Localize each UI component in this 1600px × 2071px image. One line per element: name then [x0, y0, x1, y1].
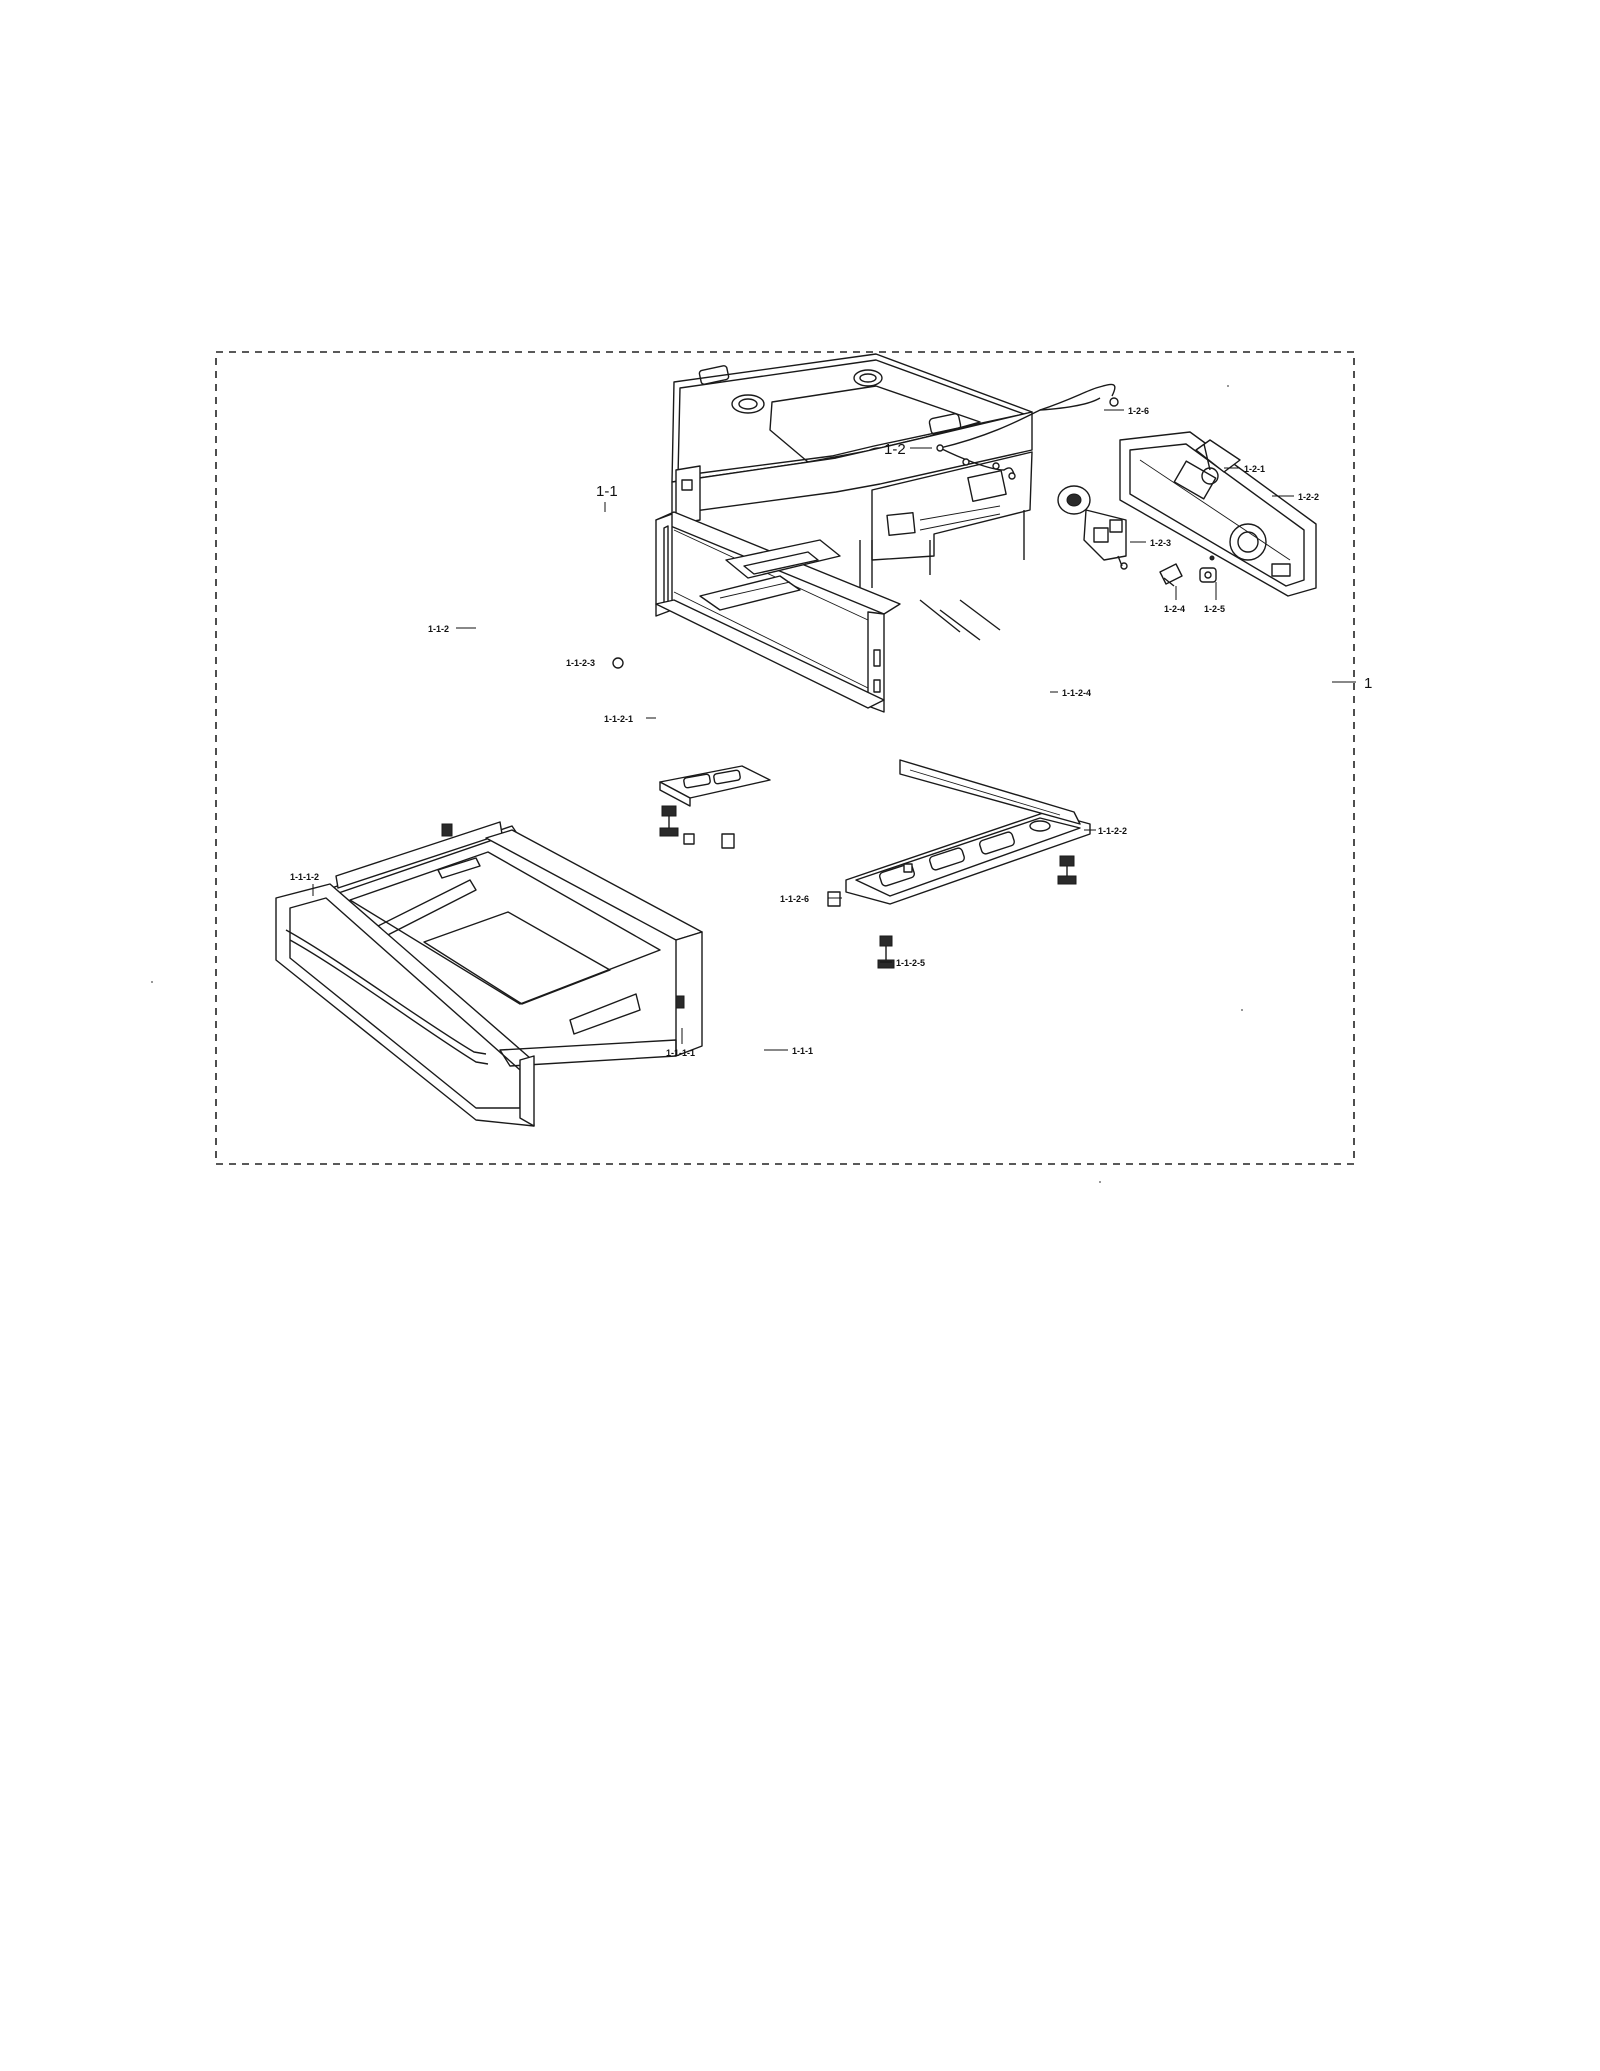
label-1-1-2-4: 1-1-2-4: [1062, 688, 1091, 698]
leader-lines: [312, 409, 1356, 1051]
sensor-part: [1199, 555, 1217, 583]
label-1-1-2-3: 1-1-2-3: [566, 658, 595, 668]
base-plate: [845, 759, 1091, 905]
scan-speck: [151, 981, 153, 983]
label-1-2: 1-2: [884, 441, 906, 458]
label-1-1-1: 1-1-1: [792, 1046, 813, 1056]
label-1-1-2-6: 1-1-2-6: [780, 894, 809, 904]
label-1-2-5: 1-2-5: [1204, 604, 1225, 614]
part-labels: 1 1-1 1-2 1-1-1 1-1-2 1-1-1-1 1-1-1-2 1-…: [290, 406, 1372, 1058]
label-1: 1: [1364, 675, 1372, 692]
front-frame: [655, 511, 901, 713]
label-1-1-2: 1-1-2: [428, 624, 449, 634]
control-panel: [1119, 431, 1317, 597]
valve-assembly: [1057, 485, 1128, 570]
leveling-foot: [659, 805, 679, 837]
label-1-1-2-1: 1-1-2-1: [604, 714, 633, 724]
inner-rails: [699, 539, 1001, 641]
leveling-foot: [1057, 855, 1077, 885]
left-base-bracket: [659, 765, 771, 807]
label-1-2-6: 1-2-6: [1128, 406, 1149, 416]
drawer: [275, 821, 703, 1127]
scan-speck: [1099, 1181, 1101, 1183]
scan-speck: [1241, 1009, 1243, 1011]
label-1-1-1-2: 1-1-1-2: [290, 872, 319, 882]
label-1-1-2-5: 1-1-2-5: [896, 958, 925, 968]
label-1-2-1: 1-2-1: [1244, 464, 1265, 474]
label-1-1-1-1: 1-1-1-1: [666, 1048, 695, 1058]
label-1-1-2-2: 1-1-2-2: [1098, 826, 1127, 836]
panel-bracket: [1195, 439, 1241, 485]
label-1-1: 1-1: [596, 483, 618, 500]
igniter-part: [1159, 563, 1183, 587]
label-1-2-4: 1-2-4: [1164, 604, 1185, 614]
label-1-2-2: 1-2-2: [1298, 492, 1319, 502]
label-1-2-3: 1-2-3: [1150, 538, 1171, 548]
small-clips: [612, 657, 913, 907]
leveling-feet: [659, 805, 1077, 969]
wire-harness: [936, 383, 1119, 480]
scan-speck: [1227, 385, 1229, 387]
leveling-foot: [877, 935, 895, 969]
upper-housing: [671, 353, 1033, 590]
